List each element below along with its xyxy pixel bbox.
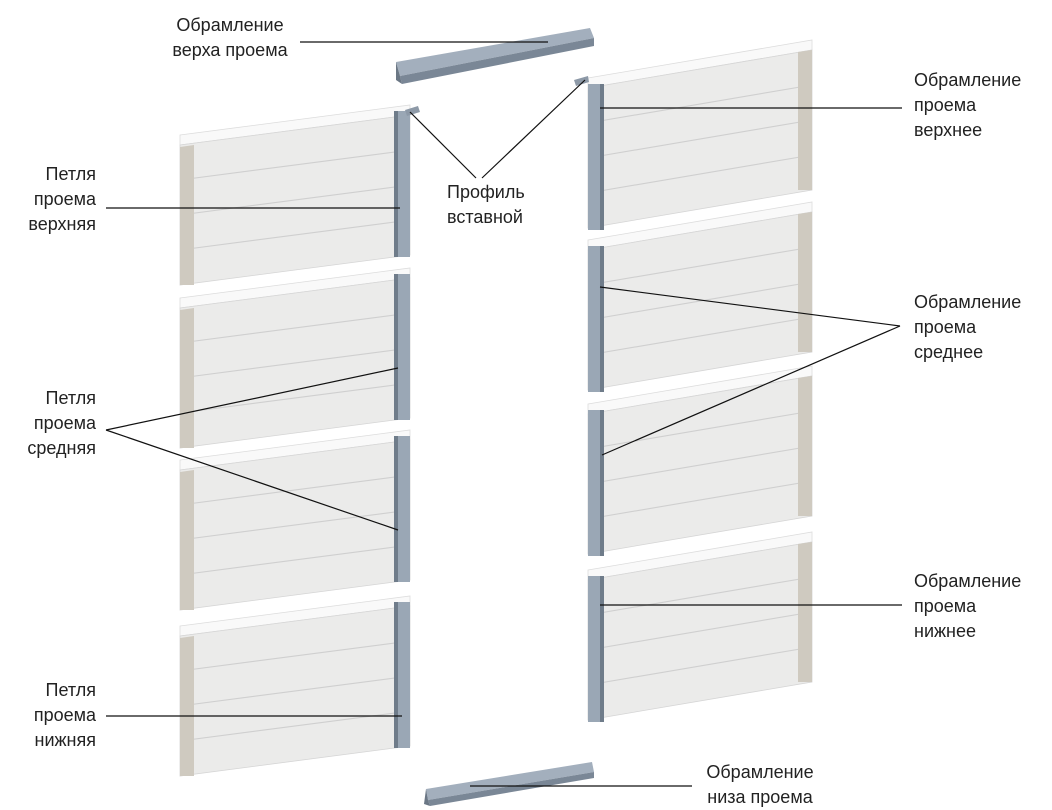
right-panel-profile-edge	[600, 246, 604, 392]
leader-hinge-middle-2	[105, 429, 399, 531]
right-panel-profile-edge	[600, 84, 604, 230]
leader-insert-profile-left	[409, 111, 477, 179]
right-panel-end-cap	[798, 542, 812, 682]
bottom-frame-rail	[424, 762, 594, 806]
right-panel-stack	[587, 39, 813, 722]
right-panel-end-cap	[798, 376, 812, 516]
label-top-frame: Обрамление верха проема	[172, 15, 288, 60]
right-panel-groove	[587, 576, 813, 616]
right-panel-groove	[587, 611, 813, 651]
leader-insert-profile-right	[481, 79, 586, 179]
right-panel-end-cap	[798, 212, 812, 352]
left-panel-groove	[179, 509, 411, 541]
top-frame-rail	[396, 28, 594, 84]
right-panel-groove	[587, 246, 813, 286]
right-panel-4	[587, 531, 813, 722]
label-hinge-top: Петля проема верхняя	[28, 164, 96, 234]
left-panel-2	[179, 267, 411, 449]
left-panel-profile-edge	[394, 274, 398, 420]
left-panel-3	[179, 429, 411, 611]
right-panel-profile-edge	[600, 576, 604, 722]
left-panel-profile-edge	[394, 111, 398, 257]
left-panel-groove	[179, 640, 411, 672]
left-panel-groove	[179, 474, 411, 506]
right-panel-groove	[587, 445, 813, 485]
left-panel-1	[179, 104, 411, 286]
right-panel-1	[587, 39, 813, 230]
leader-frame-middle-1	[599, 286, 901, 327]
right-panel-groove	[587, 480, 813, 520]
right-panel-groove	[587, 84, 813, 124]
label-frame-top: Обрамление проема верхнее	[914, 70, 1022, 140]
right-panel-3	[587, 365, 813, 556]
right-panel-groove	[587, 281, 813, 321]
left-panel-profile-edge	[394, 436, 398, 582]
leader-lines	[105, 41, 902, 787]
label-bottom-frame: Обрамление низа проема	[706, 762, 814, 807]
right-panel-end-cap	[798, 50, 812, 190]
right-panel-groove	[587, 410, 813, 450]
right-panel-groove	[587, 154, 813, 194]
left-panel-profile-edge	[394, 602, 398, 748]
left-panel-groove	[179, 149, 411, 181]
left-panel-groove	[179, 184, 411, 216]
leader-frame-middle-2	[601, 325, 901, 456]
label-hinge-middle: Петля проема средняя	[27, 388, 96, 458]
left-panel-groove	[179, 675, 411, 707]
left-panel-4	[179, 595, 411, 777]
left-panel-groove	[179, 219, 411, 251]
leader-hinge-middle-1	[105, 367, 399, 431]
right-panel-2	[587, 201, 813, 392]
left-panel-end-cap	[180, 308, 194, 448]
left-panel-end-cap	[180, 470, 194, 610]
insert-profile-right-piece	[574, 76, 589, 86]
left-panel-end-cap	[180, 636, 194, 776]
insert-profile-left-piece	[405, 106, 420, 116]
right-panel-groove	[587, 119, 813, 159]
left-panel-groove	[179, 347, 411, 379]
label-hinge-bottom: Петля проема нижняя	[33, 680, 96, 750]
label-frame-bottom: Обрамление проема нижнее	[914, 571, 1022, 641]
left-panel-end-cap	[180, 145, 194, 285]
right-panel-profile-edge	[600, 410, 604, 556]
left-panel-stack	[179, 104, 411, 777]
left-panel-groove	[179, 382, 411, 414]
left-panel-groove	[179, 312, 411, 344]
right-panel-groove	[587, 646, 813, 686]
label-insert-profile: Профиль вставной	[447, 182, 525, 227]
left-panel-groove	[179, 544, 411, 576]
right-panel-groove	[587, 316, 813, 356]
label-frame-middle: Обрамление проема среднее	[914, 292, 1022, 362]
